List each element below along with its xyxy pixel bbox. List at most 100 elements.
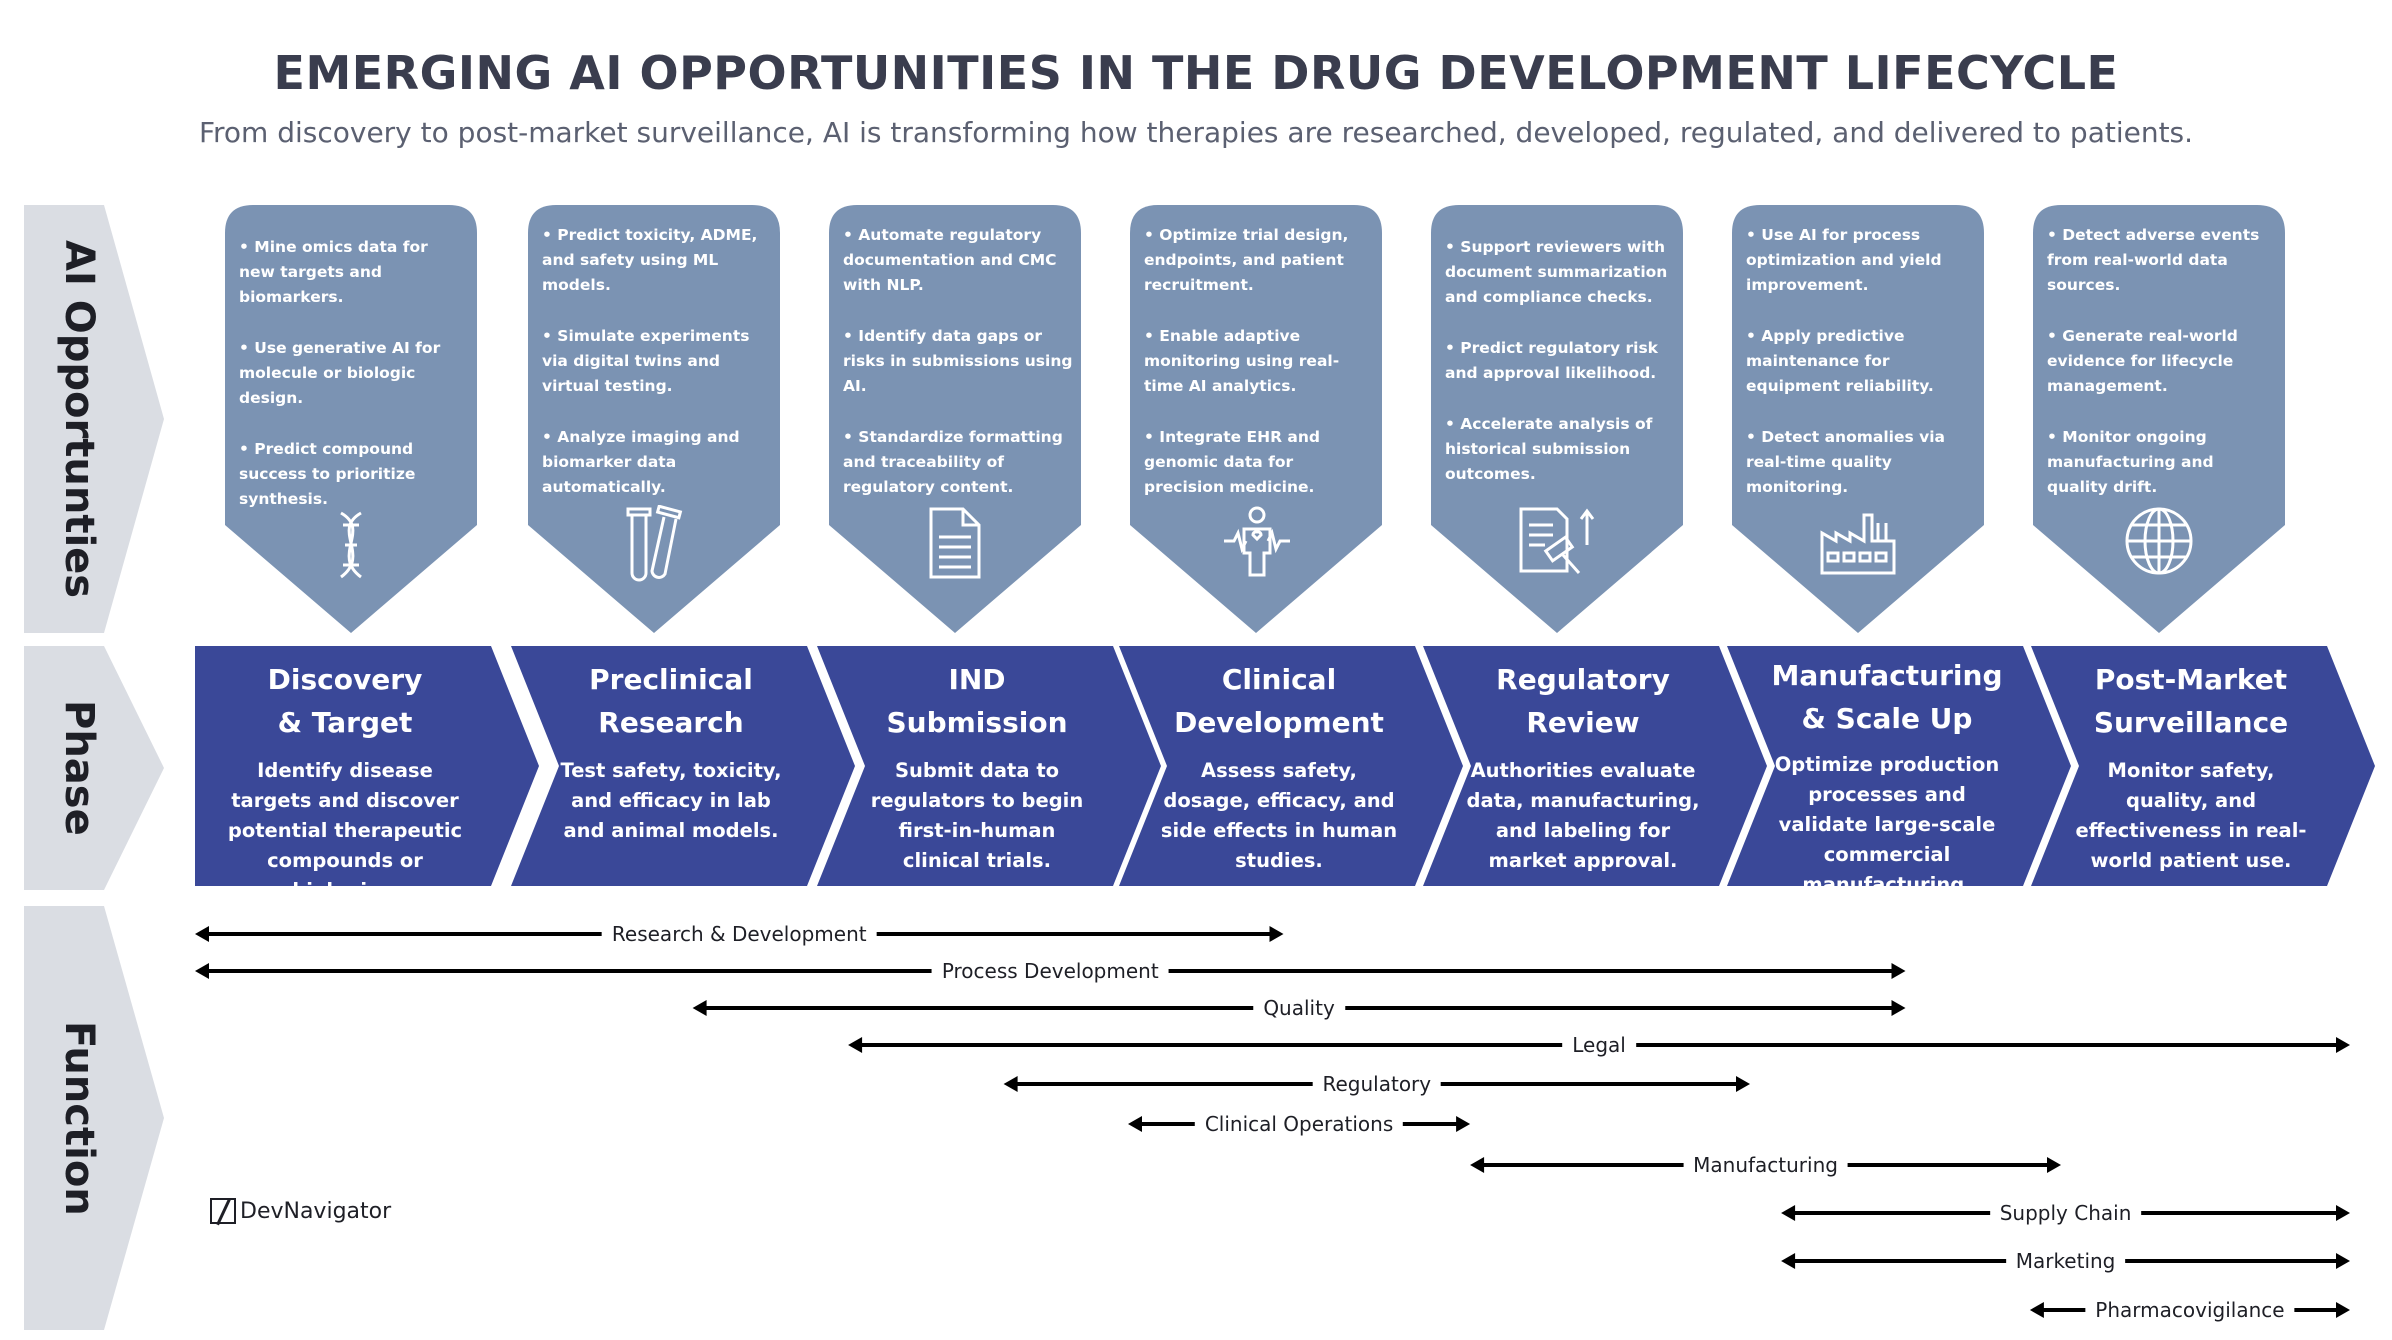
function-label: Supply Chain (1989, 1198, 2142, 1228)
phase-title-line: Review (1526, 706, 1640, 739)
phase-title-line: Preclinical (589, 663, 753, 696)
ai-card-regulatory: • Support reviewers with document summar… (1431, 205, 1683, 633)
phase-title-line: Development (1174, 706, 1384, 739)
ai-card-bullet: • Use generative AI for molecule or biol… (239, 339, 441, 407)
ai-card-bullet: • Standardize formatting and traceabilit… (843, 428, 1063, 496)
function-label: Process Development (931, 956, 1169, 986)
arrowhead-right-icon (1269, 926, 1284, 942)
phase-title-line: IND (948, 663, 1006, 696)
phase-chevron-shape (1727, 646, 2071, 886)
function-label: Manufacturing (1683, 1150, 1848, 1180)
ai-card-bullet: • Predict toxicity, ADME, and safety usi… (542, 226, 758, 294)
function-label: Quality (1253, 993, 1345, 1023)
row-label-function-text: Function (56, 1020, 102, 1216)
function-label: Pharmacovigilance (2085, 1295, 2295, 1325)
phase-manufacturing: Manufacturing& Scale Up Optimize product… (1727, 646, 2071, 896)
phase-description: Identify disease targets and discover po… (227, 759, 463, 902)
row-label-function: Function (24, 906, 164, 1330)
row-label-phase-text: Phase (56, 700, 102, 836)
arrowhead-left-icon (692, 1000, 707, 1016)
function-label: Legal (1562, 1030, 1636, 1060)
phase-discovery: Discovery & Target Identify disease targe… (195, 646, 539, 902)
phase-chevron-shape (195, 646, 539, 886)
phase-chevron-shape (1119, 646, 1463, 886)
arrowhead-right-icon (2047, 1157, 2061, 1173)
arrowhead-left-icon (848, 1037, 863, 1053)
phase-description: Test safety, toxicity, and efficacy in l… (560, 759, 782, 842)
ai-card-post-market: • Detect adverse events from real-world … (2033, 205, 2285, 633)
ai-card-bullet: • Optimize trial design, endpoints, and … (1144, 226, 1349, 294)
card-shape (1732, 205, 1984, 633)
arrowhead-left-icon (1470, 1157, 1485, 1173)
ai-card-discovery: • Mine omics data for new targets and bi… (225, 205, 477, 633)
ai-card-preclinical: • Predict toxicity, ADME, and safety usi… (528, 205, 780, 633)
document-icon (929, 507, 981, 579)
ai-card-bullet: • Monitor ongoing manufacturing and qual… (2047, 428, 2214, 496)
phase-title-line: & Scale Up (1801, 702, 1973, 735)
card-shape (528, 205, 780, 633)
arrowhead-left-icon (2029, 1302, 2044, 1318)
devnavigator-logo: DevNavigator (210, 1194, 391, 1228)
phase-title-line: Post-Market (2094, 663, 2288, 696)
row-label-ai-opportunities: AI Opportunties (24, 205, 164, 633)
phase-title-line: Regulatory (1496, 663, 1670, 696)
function-label: Clinical Operations (1194, 1109, 1404, 1139)
chevron-shape (24, 906, 164, 1330)
card-shape (225, 205, 477, 633)
row-label-ai-text: AI Opportunties (56, 239, 102, 599)
phase-title-line: Manufacturing (1771, 659, 2003, 692)
globe-icon (2125, 507, 2193, 575)
arrowhead-right-icon (2336, 1253, 2350, 1269)
phase-title-line: Research (598, 706, 744, 739)
chevron-shape (24, 646, 164, 890)
ai-card-bullet: • Simulate experiments via digital twins… (542, 327, 750, 395)
ai-card-bullet: • Generate real-world evidence for lifec… (2047, 327, 2238, 395)
row-label-phase: Phase (24, 646, 164, 890)
card-shape (1130, 205, 1382, 633)
card-shape (829, 205, 1081, 633)
ai-card-bullet: • Predict compound success to prioritize… (239, 440, 416, 508)
ai-card-bullet: • Predict regulatory risk and approval l… (1445, 339, 1658, 382)
arrowhead-right-icon (1891, 963, 1906, 979)
arrowhead-right-icon (2336, 1302, 2350, 1318)
arrowhead-left-icon (1781, 1253, 1796, 1269)
factory-icon (1820, 513, 1896, 575)
phase-title-line: Clinical (1221, 663, 1337, 696)
ai-card-clinical: • Optimize trial design, endpoints, and … (1130, 205, 1382, 633)
arrowhead-right-icon (1736, 1076, 1750, 1092)
page-title: EMERGING AI OPPORTUNITIES IN THE DRUG DE… (273, 46, 2119, 100)
ai-card-ind: • Automate regulatory documentation and … (829, 205, 1081, 633)
function-label: Regulatory (1312, 1069, 1442, 1099)
patient-heartbeat-icon (1224, 506, 1290, 577)
ai-card-bullet: • Automate regulatory documentation and … (843, 226, 1057, 294)
phase-title-line: Discovery (267, 663, 423, 696)
arrowhead-left-icon (195, 926, 209, 942)
arrowhead-right-icon (2336, 1205, 2350, 1221)
ai-card-bullet: • Integrate EHR and genomic data for pre… (1144, 428, 1321, 496)
arrowhead-left-icon (1781, 1205, 1796, 1221)
arrowhead-right-icon (1891, 1000, 1906, 1016)
phase-title-line: Surveillance (2093, 706, 2289, 739)
phase-chevron-shape (817, 646, 1161, 886)
ai-card-bullet: • Apply predictive maintenance for equip… (1746, 327, 1934, 395)
ai-card-bullet: • Identify data gaps or risks in submiss… (843, 327, 1073, 395)
phase-chevron-shape (2031, 646, 2375, 886)
logo-name: DevNavigator (240, 1198, 392, 1224)
phase-chevron-shape (511, 646, 855, 886)
ai-card-bullet: • Enable adaptive monitoring using real-… (1144, 327, 1340, 395)
arrowhead-right-icon (2336, 1037, 2350, 1053)
ai-card-bullet: • Analyze imaging and biomarker data aut… (542, 428, 740, 496)
phase-description: Submit data to regulators to begin first… (870, 759, 1084, 872)
gavel-document-icon (1519, 507, 1595, 574)
function-label: Research & Development (601, 919, 877, 949)
page-subtitle: From discovery to post-market surveillan… (198, 116, 2194, 149)
ai-card-bullet: • Use AI for process optimization and yi… (1746, 226, 1942, 294)
ai-card-bullet: • Detect anomalies via real-time quality… (1746, 428, 1945, 496)
phase-description: Monitor safety, quality, and effectivene… (2075, 759, 2307, 872)
function-label: Marketing (2005, 1246, 2126, 1276)
card-shape (1431, 205, 1683, 633)
phase-title-line: & Target (277, 706, 413, 739)
